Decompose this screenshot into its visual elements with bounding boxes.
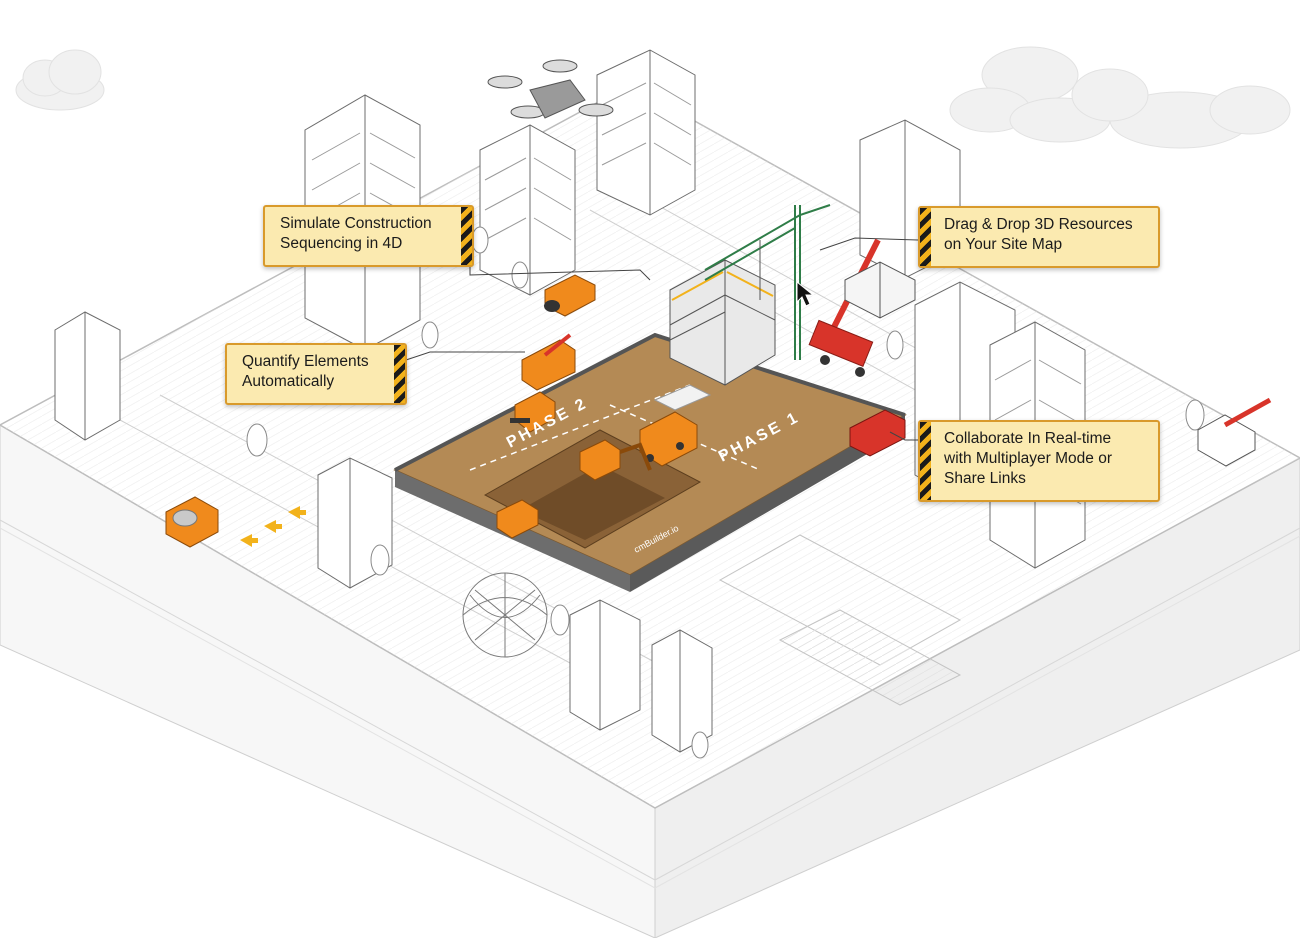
road-roller <box>544 274 596 317</box>
direction-arrows <box>240 506 306 547</box>
callout-drag-line-1: Drag & Drop 3D Resources <box>944 216 1133 233</box>
site-cabin <box>844 261 916 319</box>
callout-simulate-line-1: Simulate Construction <box>280 215 432 232</box>
crane-truck-left <box>521 333 576 391</box>
callout-quantify-elements: Quantify Elements Automatically <box>225 343 407 405</box>
cloud-left <box>15 49 105 111</box>
callout-collab-line-2: with Multiplayer Mode or <box>944 450 1112 467</box>
tower-crane <box>704 204 831 360</box>
callout-simulate-4d: Simulate Construction Sequencing in 4D <box>263 205 474 267</box>
bulldozer <box>510 391 556 433</box>
concrete-mixer-left <box>165 496 219 548</box>
hazard-stripe <box>920 422 931 500</box>
wheel-loader <box>496 499 539 539</box>
building-left-kiosk <box>54 311 121 441</box>
structure-under-construction <box>669 259 776 386</box>
hazard-stripe <box>394 345 405 403</box>
concrete-pump-truck <box>1197 397 1272 467</box>
excavator <box>579 439 652 481</box>
drone-icon <box>487 59 614 119</box>
building-top-right-of-drone <box>596 49 696 216</box>
cloud-right <box>949 46 1291 149</box>
geodesic-dome <box>462 572 548 658</box>
callout-connectors <box>405 237 919 441</box>
callout-quantify-line-2: Automatically <box>242 373 335 390</box>
callout-collaborate-realtime: Collaborate In Real-time with Multiplaye… <box>918 420 1160 502</box>
building-top-center <box>479 124 576 296</box>
building-bottom-center <box>569 599 713 753</box>
callout-collab-line-1: Collaborate In Real-time <box>944 430 1112 447</box>
callout-drag-drop-resources: Drag & Drop 3D Resources on Your Site Ma… <box>918 206 1160 268</box>
cursor-icon <box>796 280 815 307</box>
callout-drag-line-2: on Your Site Map <box>944 236 1063 253</box>
plaza-grid <box>718 534 962 706</box>
callout-quantify-line-1: Quantify Elements <box>242 353 369 370</box>
fire-truck <box>849 409 906 457</box>
callout-collab-line-3: Share Links <box>944 470 1026 487</box>
hazard-stripe <box>461 207 472 265</box>
callout-simulate-line-2: Sequencing in 4D <box>280 235 403 252</box>
hazard-stripe <box>920 208 931 266</box>
